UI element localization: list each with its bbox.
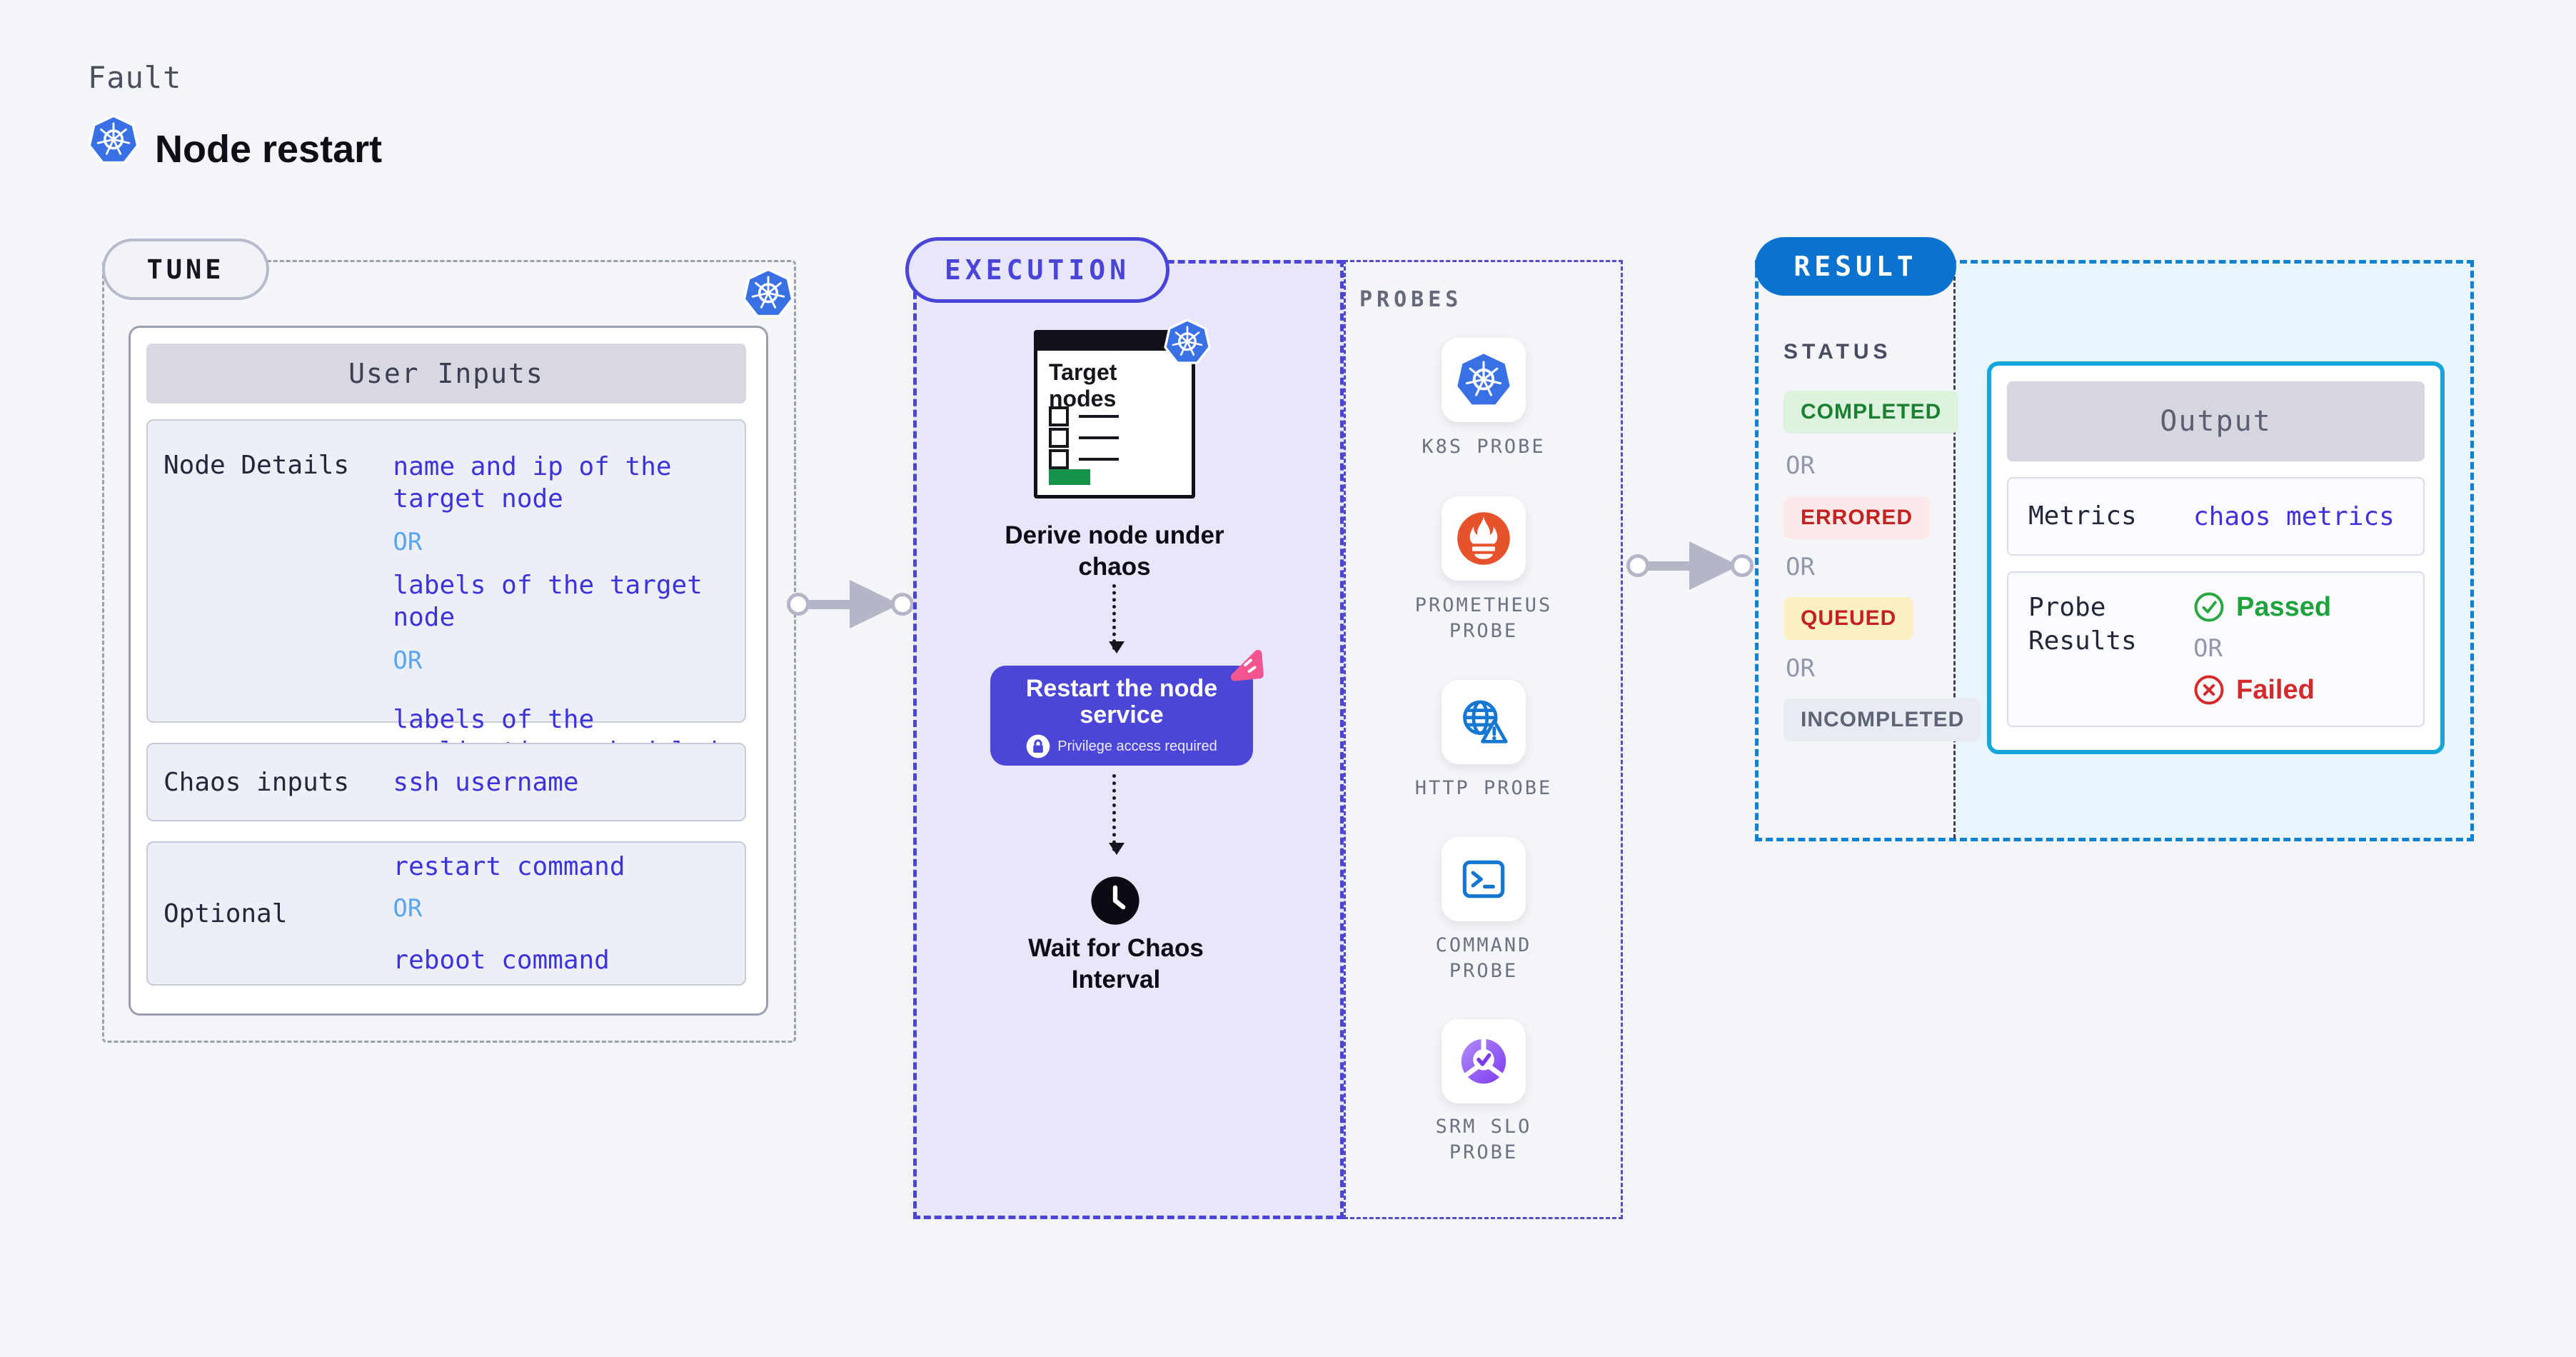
badge-label: COMPLETED [1783, 391, 1959, 434]
probe-label: COMMAND PROBE [1435, 934, 1532, 983]
privilege-note-text: Privilege access required [1057, 738, 1217, 754]
row-values: restart command OR reboot command [393, 851, 745, 976]
metrics-label: Metrics [2028, 501, 2137, 531]
target-nodes-title: Target nodes [1049, 359, 1117, 411]
or-separator: OR [1786, 553, 1815, 581]
srm-slo-probe-tile [1442, 1019, 1526, 1103]
output-header: Output [2007, 381, 2425, 461]
execution-pill: EXECUTION [905, 237, 1169, 303]
user-input-row-node-details: Node Details name and ip of the target n… [146, 419, 746, 798]
result-section [1755, 260, 2474, 841]
input-value: ssh username [393, 767, 579, 797]
selection-bar [1049, 469, 1090, 485]
node-checkbox-row [1049, 428, 1119, 448]
user-input-row-optional: Optional restart command OR reboot comma… [146, 841, 746, 986]
probe-label: PROMETHEUS PROBE [1414, 594, 1553, 643]
row-label: Optional [163, 898, 288, 928]
probe-results-values: Passed OR Failed [2193, 591, 2331, 726]
dotted-connector [1109, 584, 1125, 654]
status-badge-completed: COMPLETED [1783, 391, 1959, 434]
restart-step-title: Restart the node service [1025, 674, 1218, 728]
badge-label: QUEUED [1783, 597, 1914, 640]
prometheus-probe-tile [1442, 496, 1526, 581]
kubernetes-icon [1457, 354, 1510, 405]
k8s-probe-tile [1442, 338, 1526, 422]
probe-results-label: Probe Results [2028, 593, 2137, 656]
srm-slo-icon [1461, 1036, 1506, 1084]
privilege-note: Privilege access required [1026, 734, 1217, 758]
badge-label: INCOMPLETED [1783, 698, 1982, 741]
node-checkbox-row [1049, 406, 1119, 426]
page-title: Node restart [155, 128, 383, 171]
row-label: Chaos inputs [163, 767, 350, 797]
status-badge-incompleted: INCOMPLETED [1783, 698, 1982, 741]
metrics-value: chaos metrics [2193, 501, 2395, 531]
wait-chaos-interval-step: Wait for Chaos Interval [1028, 934, 1204, 993]
probes-section [1344, 260, 1623, 1219]
or-separator: OR [393, 894, 423, 923]
lock-icon [1026, 735, 1050, 758]
status-badge-queued: QUEUED [1783, 597, 1914, 640]
row-values: ssh username [393, 766, 745, 798]
probe-label: K8S PROBE [1422, 436, 1546, 458]
flow-arrow [1626, 537, 1754, 594]
status-badge-errored: ERRORED [1783, 496, 1931, 539]
http-globe-icon [1463, 700, 1508, 743]
or-separator: OR [1786, 654, 1815, 683]
fault-kicker: Fault [88, 60, 182, 95]
result-divider [1953, 264, 1956, 838]
result-pill: RESULT [1755, 237, 1956, 296]
derive-node-step: Derive node under chaos [1005, 521, 1224, 581]
failed-line: Failed [2193, 674, 2331, 706]
row-label: Node Details [163, 451, 350, 480]
http-probe-tile [1442, 680, 1526, 764]
command-probe-tile [1442, 837, 1526, 921]
check-circle-icon [2194, 592, 2224, 622]
probe-label: SRM SLO PROBE [1435, 1116, 1532, 1164]
kubernetes-icon [88, 114, 139, 164]
kubernetes-icon [743, 268, 794, 318]
tune-section [102, 260, 796, 1043]
dotted-connector [1109, 774, 1125, 855]
failed-text: Failed [2236, 674, 2315, 705]
user-input-row-chaos-inputs: Chaos inputs ssh username [146, 743, 746, 821]
clock-icon [1091, 876, 1139, 925]
terminal-icon [1462, 860, 1505, 898]
metrics-row: Metrics chaos metrics [2007, 477, 2425, 556]
or-separator: OR [393, 646, 423, 675]
input-value: name and ip of the target node [393, 452, 672, 514]
tune-pill: TUNE [102, 239, 269, 300]
target-nodes-card: Target nodes [1034, 330, 1195, 499]
kubernetes-icon [1164, 319, 1211, 364]
restart-node-service-step: Restart the node service Privilege acces… [990, 666, 1253, 766]
x-circle-icon [2194, 675, 2224, 705]
or-separator: OR [1786, 451, 1815, 480]
node-checkbox-row [1049, 449, 1119, 469]
probes-heading: PROBES [1359, 287, 1463, 312]
row-values: name and ip of the target node OR labels… [393, 451, 745, 798]
badge-label: ERRORED [1783, 496, 1931, 539]
input-value: restart command [393, 852, 625, 881]
chaos-badge-icon [1230, 649, 1264, 681]
probe-label: HTTP PROBE [1414, 777, 1553, 799]
input-value: labels of the target node [393, 571, 703, 632]
flow-arrow [787, 576, 914, 633]
probe-results-row: Probe Results Passed OR Failed [2007, 571, 2425, 727]
input-value: reboot command [393, 946, 610, 975]
passed-line: Passed [2193, 591, 2331, 623]
user-inputs-header: User Inputs [146, 344, 746, 404]
passed-text: Passed [2236, 591, 2332, 622]
prometheus-icon [1457, 512, 1510, 565]
output-card: Output Metrics chaos metrics Probe Resul… [1987, 361, 2445, 754]
or-separator: OR [2193, 634, 2223, 663]
status-heading: STATUS [1783, 340, 1892, 364]
or-separator: OR [393, 528, 423, 556]
